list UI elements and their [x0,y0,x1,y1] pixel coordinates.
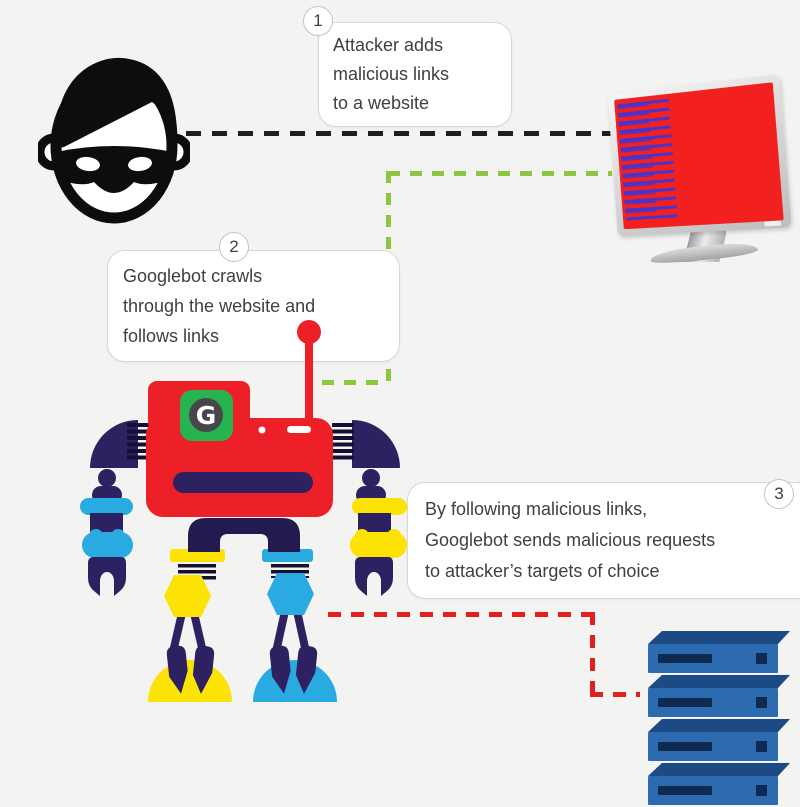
step2-bubble: Googlebot crawls through the website and… [107,250,400,362]
compromised-website-monitor-icon [600,74,800,274]
google-logo-letter: G [196,401,217,430]
step3-text-line: Googlebot sends malicious requests [425,530,716,550]
step3-number-badge: 3 [764,479,794,509]
connector-googlebot-to-servers-vertical [590,612,595,697]
server-front-face [648,732,778,761]
drive-bay-slot [658,786,712,795]
robot-eye-dot [258,426,266,434]
robot-legs [148,518,337,702]
robot-mouth [173,472,313,493]
attacker-hair [56,57,178,150]
drive-bay-slot [658,654,712,663]
server-top-face [648,763,790,776]
attacker-left-eye [76,156,100,172]
masked-attacker-icon [38,57,190,224]
monitor-red-screen [614,82,784,230]
server-top-face [648,719,790,732]
step2-number-badge: 2 [219,232,249,262]
robot-body: G [146,381,333,517]
connector-googlebot-to-servers-top [328,612,593,617]
robot-right-knee [267,573,314,615]
step2-text-line: follows links [123,326,220,346]
server-front-face [648,688,778,717]
robot-left-knee [164,575,211,617]
server-unit [640,675,800,717]
server-front-face [648,644,778,673]
server-power-button [756,697,767,708]
step3-bubble: By following malicious links, Googlebot … [407,482,800,599]
robot-left-claw [88,557,126,596]
googlebot-robot-icon: G [80,320,407,702]
drive-bay-slot [658,698,712,707]
connector-website-to-googlebot-end [322,380,388,385]
step1-bubble: Attacker adds malicious links to a websi… [318,22,512,127]
step3-text-line: to attacker’s targets of choice [425,561,660,581]
step1-text-line: malicious links [333,64,450,84]
google-logo-circle [189,398,223,432]
server-power-button [756,741,767,752]
server-power-button [756,653,767,664]
server-unit [640,763,800,805]
robot-hip [188,518,300,552]
connector-attacker-to-website [186,131,614,136]
connector-website-to-googlebot-top [388,171,612,176]
robot-right-claw [355,557,393,596]
step2-text-line: Googlebot crawls [123,266,263,286]
step1-text-line: Attacker adds [333,35,444,55]
server-top-face [648,631,790,644]
robot-antenna [297,320,321,428]
target-server-stack-icon [640,631,800,807]
robot-right-arm [332,420,407,596]
step2-text-line: through the website and [123,296,316,316]
step1-text-line: to a website [333,93,430,113]
attacker-right-eye [128,156,152,172]
drive-bay-slot [658,742,712,751]
robot-left-arm [80,420,149,596]
server-power-button [756,785,767,796]
step1-number-badge: 1 [303,6,333,36]
robot-eye-slot [287,426,311,433]
server-top-face [648,675,790,688]
step3-text-line: By following malicious links, [425,499,648,519]
connector-googlebot-to-servers-end [590,692,640,697]
monitor-frame [607,74,792,237]
server-front-face [648,776,778,805]
robot-left-foot [148,660,232,702]
server-unit [640,631,800,673]
server-unit [640,719,800,761]
robot-right-foot [253,660,337,702]
monitor-brand-label [764,220,782,227]
